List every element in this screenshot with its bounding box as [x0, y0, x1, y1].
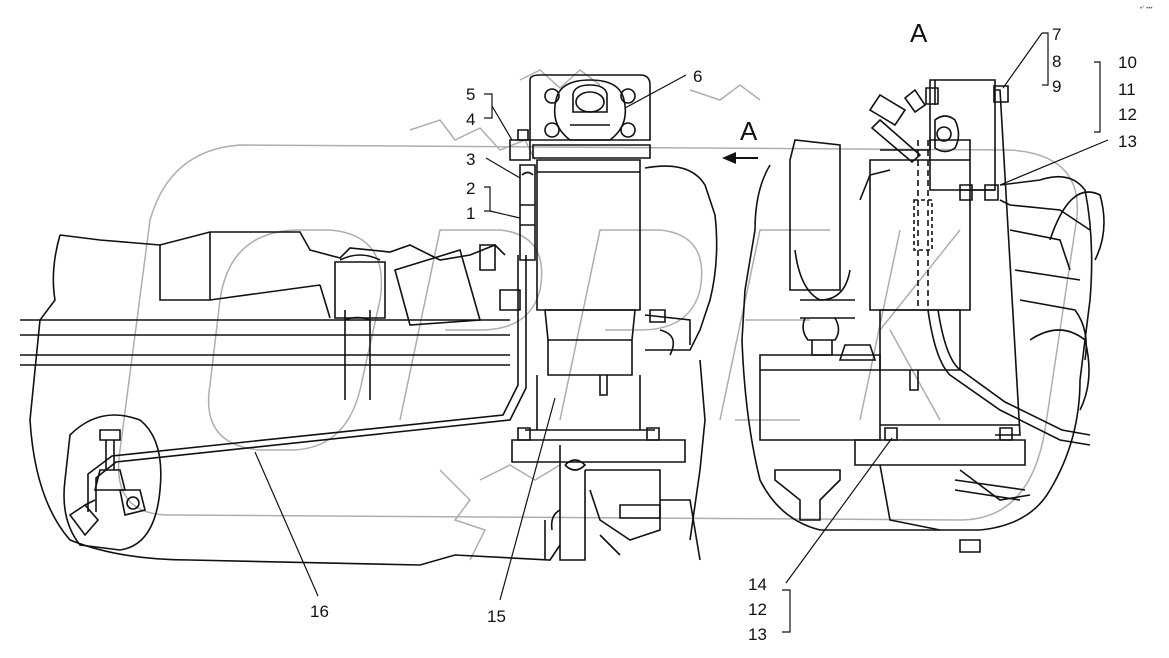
callout-7: 7	[1052, 25, 1061, 44]
callout-14: 14	[748, 575, 767, 594]
fuel-filter-view-a	[868, 79, 1091, 446]
callout-1: 1	[466, 204, 475, 223]
fuel-pipe	[87, 255, 527, 512]
callout-16: 16	[310, 602, 329, 621]
callout-3: 3	[466, 150, 475, 169]
callout-9: 9	[1052, 77, 1061, 96]
view-direction-arrow	[722, 152, 758, 164]
callout-4: 4	[466, 110, 475, 129]
callout-13-top: 13	[1118, 132, 1137, 151]
callout-13-bottom: 13	[748, 625, 767, 644]
callout-2: 2	[466, 179, 475, 198]
fuel-pump-detail	[63, 414, 162, 551]
callout-leaders	[254, 32, 1109, 633]
callout-10: 10	[1118, 53, 1137, 72]
view-a-arrow-label: A	[740, 116, 758, 146]
engine-outline-main	[20, 165, 718, 566]
callout-8: 8	[1052, 52, 1061, 71]
view-a-outline	[741, 139, 1105, 553]
callout-12-bottom: 12	[748, 600, 767, 619]
callout-6: 6	[693, 67, 702, 86]
corner-mark: •° •••	[1140, 6, 1152, 12]
view-label-group: A A •° •••	[740, 6, 1152, 146]
callout-12-top: 12	[1118, 105, 1137, 124]
callout-15: 15	[487, 607, 506, 626]
fuel-filter-main	[509, 74, 686, 463]
view-a-title: A	[910, 18, 928, 48]
watermark-logo	[117, 69, 1079, 561]
callout-numbers: 1 2 3 4 5 6 7 8 9 10 11 12 13 14 12 13 1…	[310, 25, 1137, 644]
callout-5: 5	[466, 85, 475, 104]
callout-11: 11	[1118, 80, 1136, 99]
